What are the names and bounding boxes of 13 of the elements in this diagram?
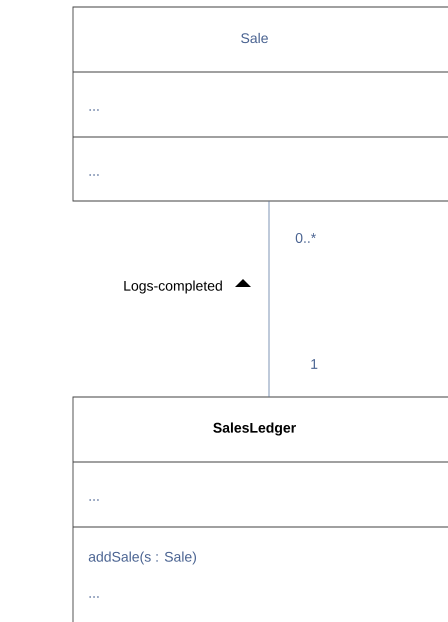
member-text: ... (89, 596, 99, 598)
class-name: SalesLedger (213, 422, 296, 436)
member-text: ... (89, 499, 99, 501)
edge-label: Logs-completed (124, 280, 222, 294)
member-text: ... (89, 109, 99, 111)
class-name: Sale (241, 32, 268, 44)
member-text: addSale(s : Sale) (88, 551, 196, 565)
member-text: ... (89, 174, 99, 176)
class-box (72, 396, 448, 622)
class-box (72, 6, 448, 202)
multiplicity-label: 1 (311, 359, 318, 369)
association-line (268, 200, 270, 398)
multiplicity-label: 0..* (296, 233, 316, 243)
